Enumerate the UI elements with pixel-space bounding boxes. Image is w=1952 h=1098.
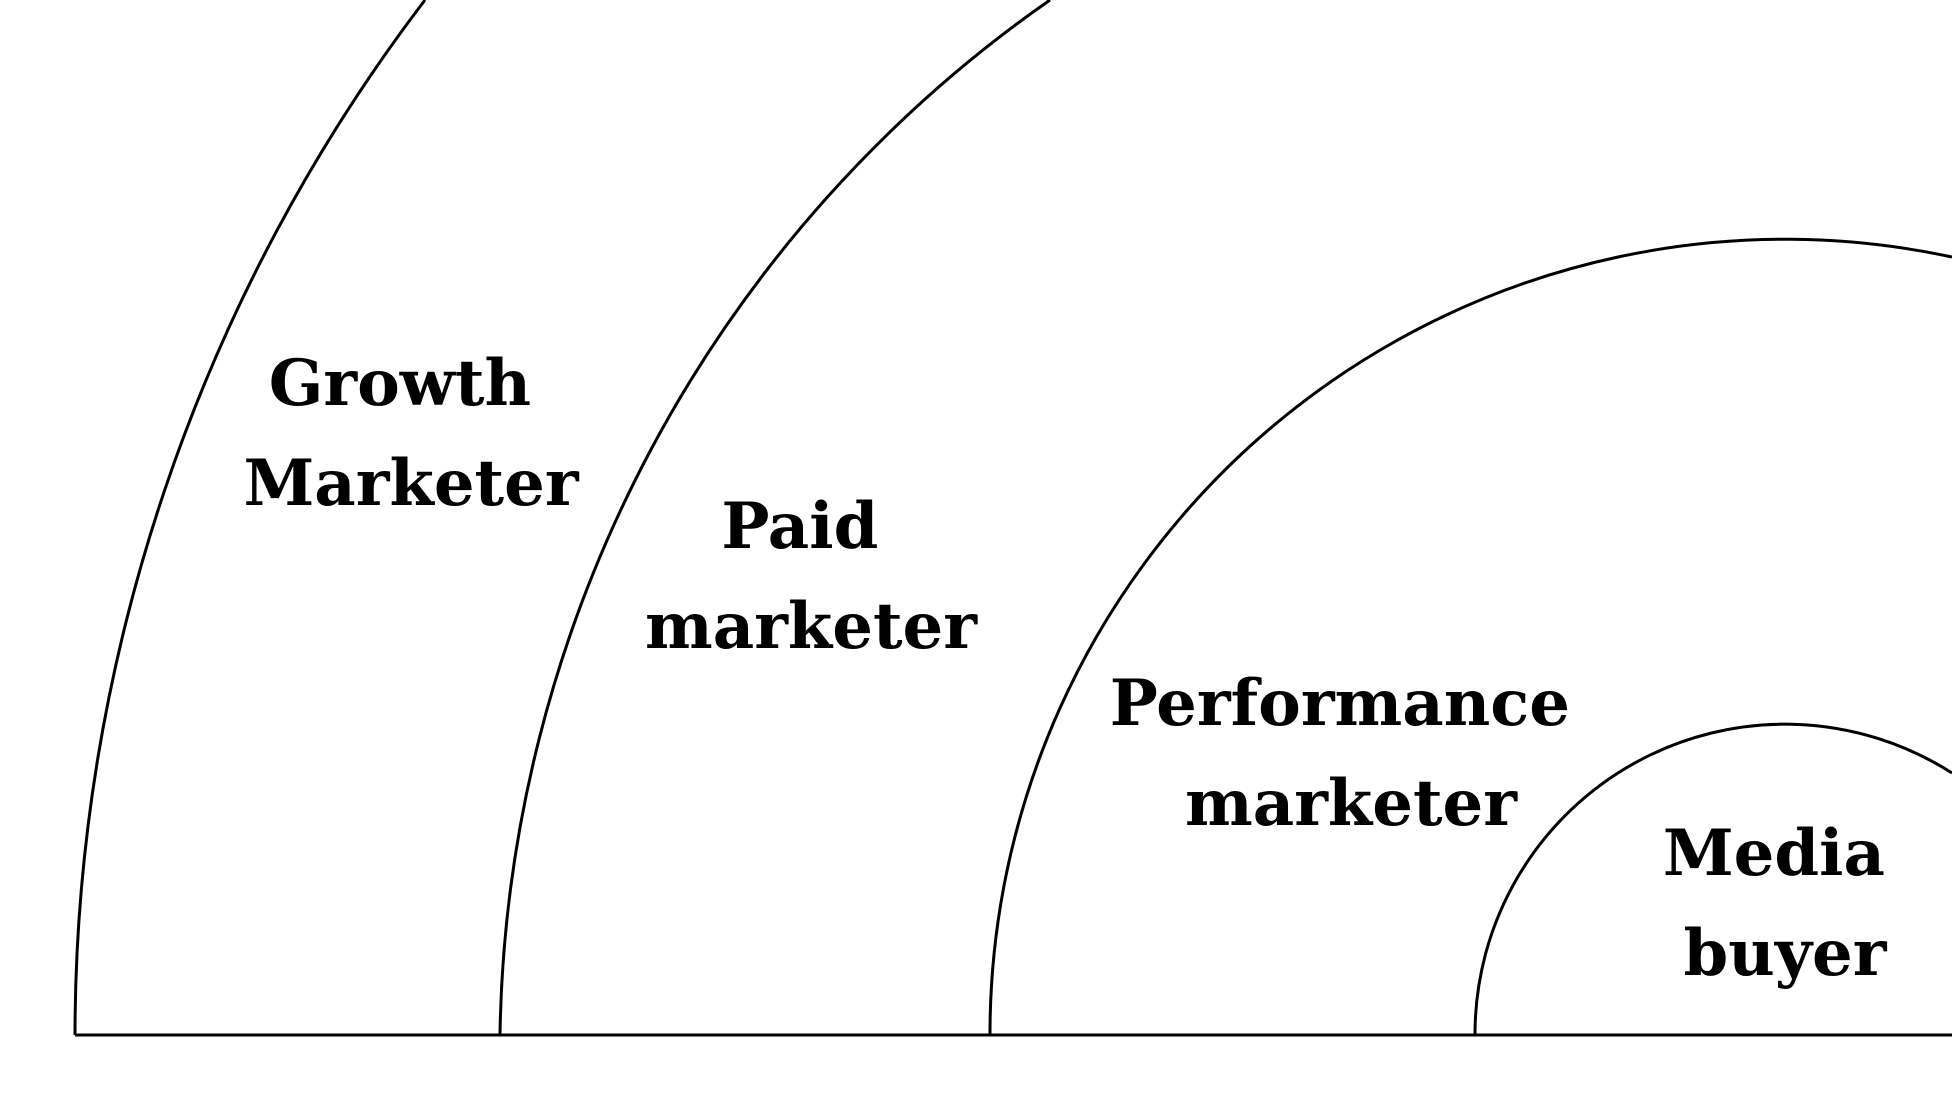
label-growth-marketer-line-2: Marketer [243, 446, 579, 521]
label-growth-marketer-line-1: Growth [269, 346, 531, 421]
label-growth-marketer: Growth Marketer [243, 346, 579, 521]
arc-performance-marketer [988, 237, 1952, 1036]
label-paid-marketer-line-1: Paid [721, 489, 878, 564]
label-media-buyer-line-2: buyer [1684, 916, 1888, 991]
label-performance-marketer-line-2: marketer [1185, 766, 1518, 841]
label-media-buyer: Media buyer [1663, 816, 1907, 991]
label-paid-marketer: Paid marketer [645, 489, 978, 664]
label-paid-marketer-line-2: marketer [645, 589, 978, 664]
arc-paid-marketer [498, 0, 1051, 1036]
arc-media-buyer [1473, 722, 1952, 1036]
label-media-buyer-line-1: Media [1663, 816, 1885, 891]
label-performance-marketer: Performance marketer [1110, 666, 1592, 841]
label-performance-marketer-line-1: Performance [1110, 666, 1570, 741]
arc-growth-marketer [73, 0, 427, 1036]
